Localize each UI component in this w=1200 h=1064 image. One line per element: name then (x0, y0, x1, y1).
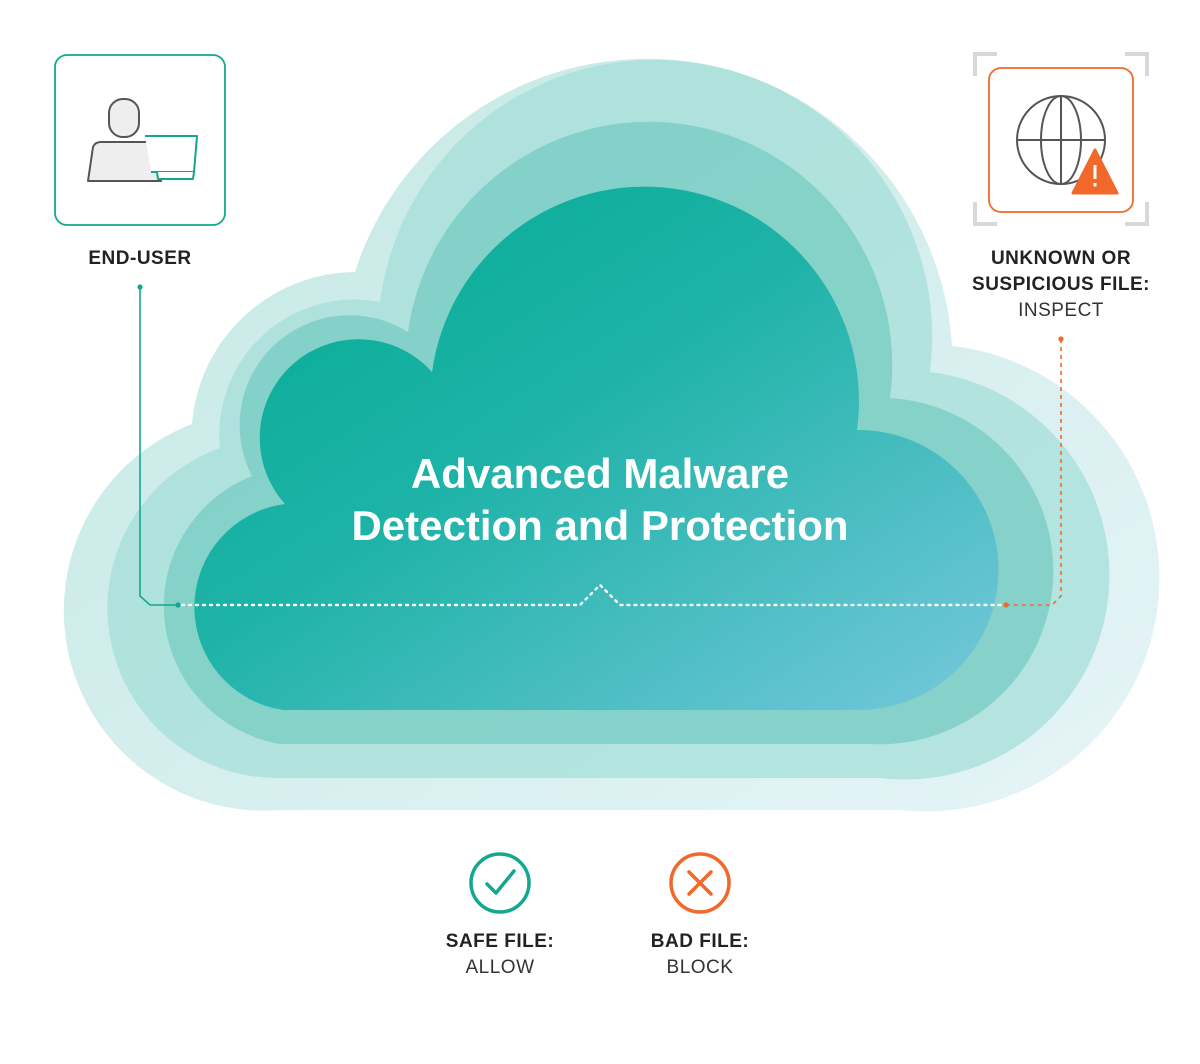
suspicious-connector-dot (1058, 336, 1064, 342)
scan-frame-brackets (973, 52, 1149, 226)
suspicious-label: UNKNOWN OR SUSPICIOUS FILE: INSPECT (940, 246, 1182, 324)
end-user-connector-dot (137, 284, 143, 290)
safe-file-label: SAFE FILE: ALLOW (400, 929, 600, 981)
safe-file-label-text: SAFE FILE: (445, 931, 555, 952)
cloud-title: Advanced Malware Detection and Protectio… (300, 448, 900, 552)
end-user-box (54, 54, 226, 226)
safe-file-action: ALLOW (465, 957, 535, 978)
cloud-title-line1: Advanced Malware (410, 450, 790, 497)
bad-file-label-text: BAD FILE: (650, 931, 750, 952)
bad-file-label: BAD FILE: BLOCK (600, 929, 800, 981)
user-laptop-icon (87, 98, 198, 182)
cloud-title-line2: Detection and Protection (351, 502, 849, 549)
globe-warning-icon (1016, 95, 1119, 195)
bad-file-action: BLOCK (666, 957, 734, 978)
suspicious-label-line1: UNKNOWN OR (990, 248, 1132, 269)
cloud-flow-start-dot (175, 602, 181, 608)
suspicious-label-line2: SUSPICIOUS FILE: (972, 274, 1150, 295)
x-circle-icon (669, 852, 731, 914)
check-circle-icon (469, 852, 531, 914)
end-user-connector (139, 287, 178, 606)
end-user-label-text: END-USER (88, 248, 192, 269)
suspicious-action: INSPECT (1018, 300, 1104, 321)
cloud-core (194, 186, 999, 710)
suspicious-connector-end-dot (1003, 602, 1009, 608)
end-user-label: END-USER (40, 246, 240, 272)
cloud-flow-line (180, 583, 1004, 607)
suspicious-connector (1006, 339, 1062, 606)
